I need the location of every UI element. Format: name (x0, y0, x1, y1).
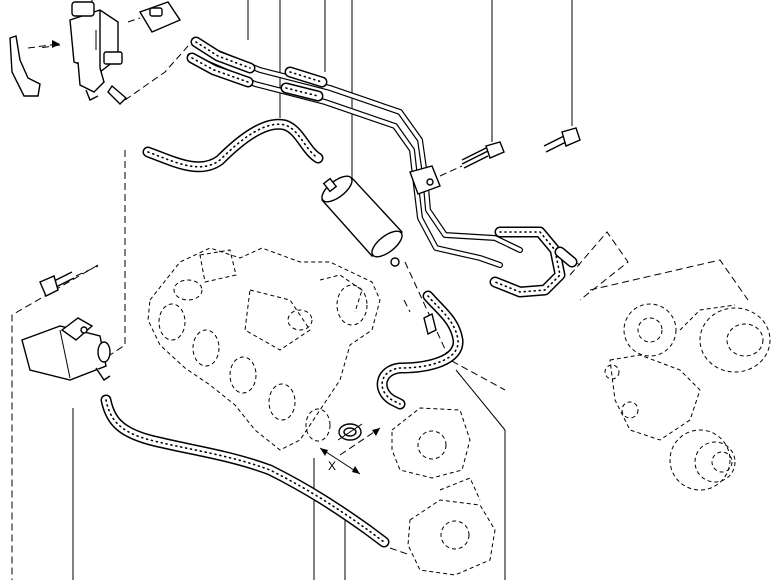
bolt-upper-2 (543, 127, 581, 153)
hose-clip (337, 423, 381, 456)
turbocharger-ghost (604, 303, 771, 491)
hose-upper-left (142, 118, 324, 173)
hose-s-bend (376, 290, 464, 410)
dimension-x: X (319, 447, 361, 475)
dimension-x-label: X (328, 459, 336, 473)
callout-lines-top (91, 0, 573, 178)
connector-top (127, 1, 182, 33)
assembly-lines (11, 44, 749, 580)
solenoid-valve-top (69, 1, 128, 105)
bolt-left (39, 265, 99, 297)
engine-manifold-ghost (147, 247, 381, 451)
hose-long-lower (100, 394, 411, 556)
twin-pipe-assembly (186, 36, 523, 268)
vacuum-pump-ghost (391, 407, 496, 576)
solenoid-valve-lower (21, 317, 111, 381)
hose-right-branch (489, 226, 578, 298)
callout-lines-bottom (72, 369, 506, 580)
bracket-top (9, 35, 60, 97)
canister-filter (320, 175, 404, 267)
bolt-upper-1 (439, 141, 505, 177)
